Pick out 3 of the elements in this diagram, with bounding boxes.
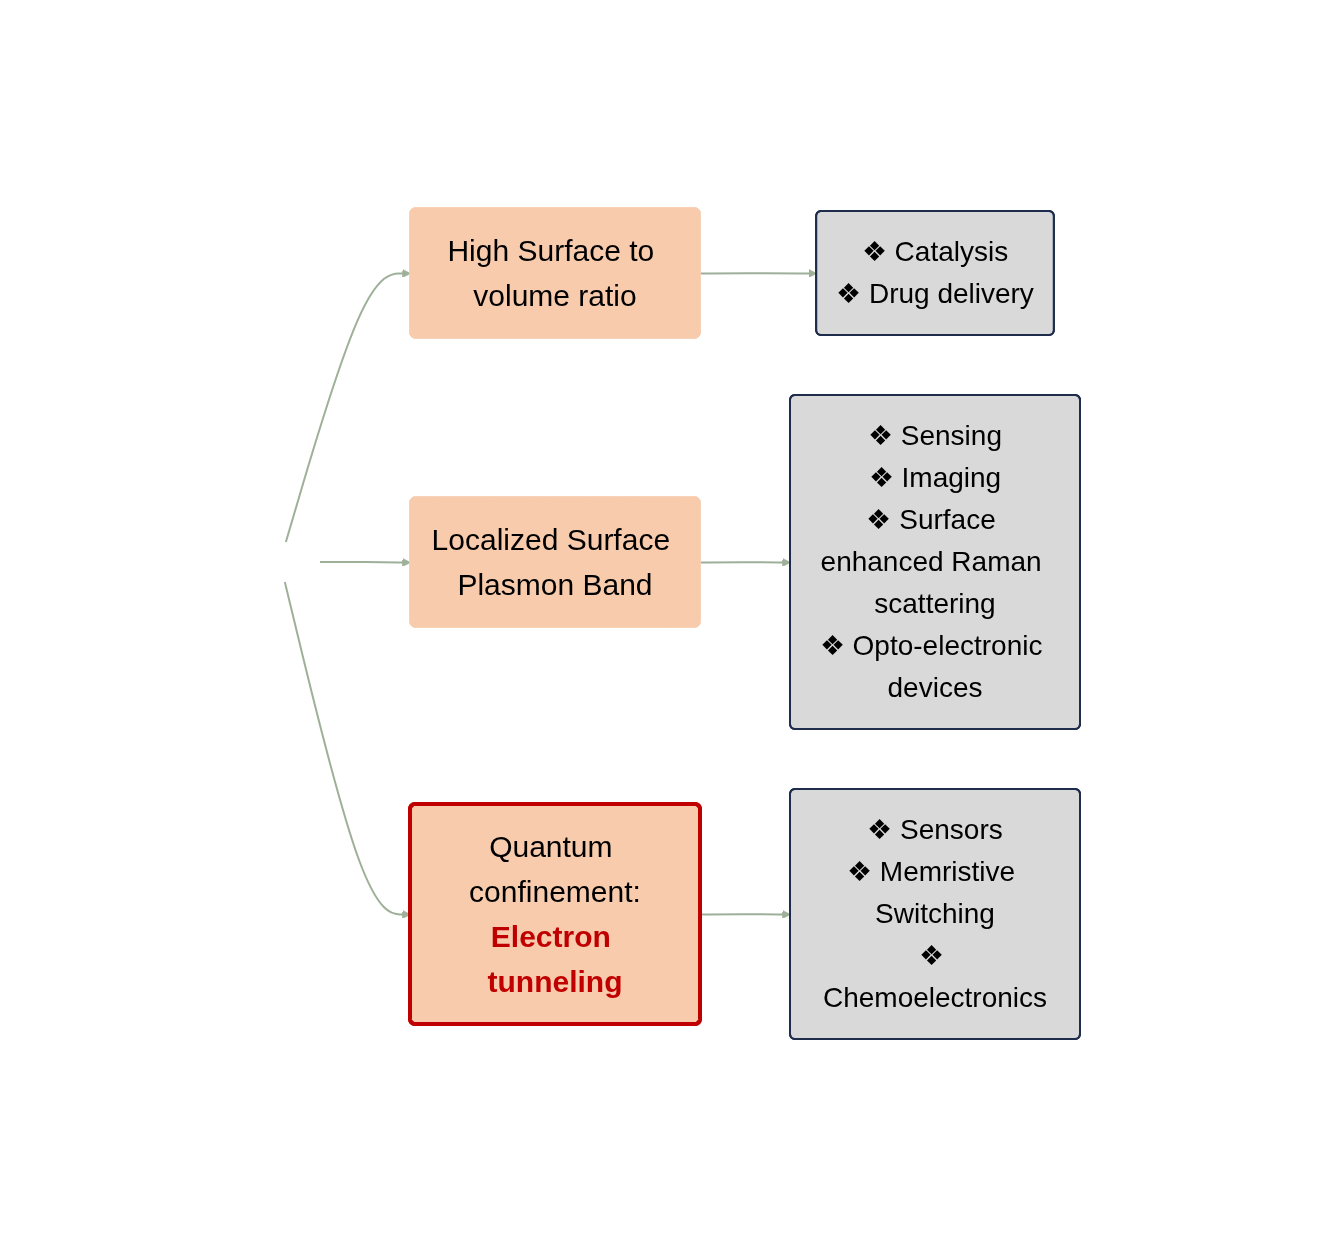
arrow [699,558,791,567]
arrow [284,269,411,543]
arrow [319,558,411,567]
